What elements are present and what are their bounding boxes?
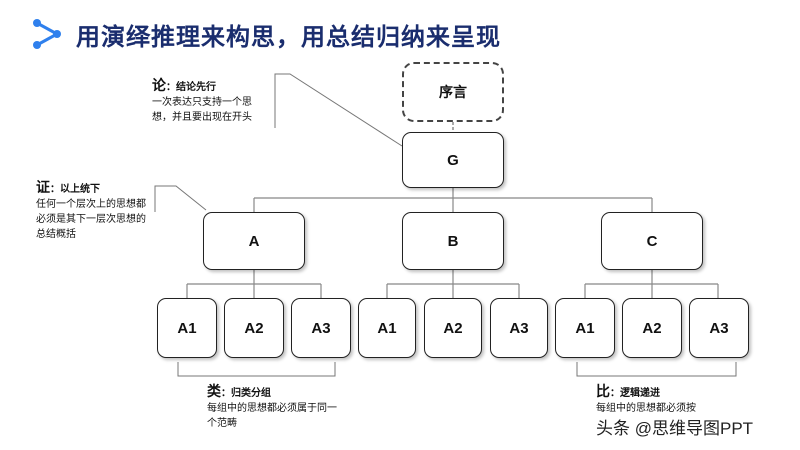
node-b: B (402, 212, 504, 270)
note-zheng: 证：以上统下 任何一个层次上的思想都必须是其下一层次思想的总结概括 (36, 180, 152, 242)
node-c-child-2: A2 (622, 298, 682, 358)
note-lei-key: 类 (207, 383, 221, 399)
title-bar: 用演绎推理来构思，用总结归纳来呈现 (30, 14, 501, 54)
note-lun: 论：结论先行 一次表达只支持一个思想，并且要出现在开头 (152, 78, 270, 125)
share-nodes-icon (30, 17, 64, 51)
node-a-child-1: A1 (157, 298, 217, 358)
preface-box: 序言 (402, 62, 504, 122)
note-lun-body: 一次表达只支持一个思想，并且要出现在开头 (152, 97, 252, 123)
node-c-child-3: A3 (689, 298, 749, 358)
note-bi: 比：逻辑递进 每组中的思想都必须按 (596, 384, 726, 416)
note-bi-body: 每组中的思想都必须按 (596, 403, 696, 414)
watermark: 头条 @思维导图PPT (596, 419, 754, 438)
note-zheng-sub: ：以上统下 (50, 184, 100, 195)
node-c: C (601, 212, 703, 270)
note-lei-sub: ：归类分组 (221, 388, 271, 399)
note-zheng-body: 任何一个层次上的思想都必须是其下一层次思想的总结概括 (36, 199, 146, 240)
note-zheng-key: 证 (36, 179, 50, 195)
node-a-child-3: A3 (291, 298, 351, 358)
note-lei: 类：归类分组 每组中的思想都必须属于同一个范畴 (207, 384, 337, 431)
note-bi-sub: ：逻辑递进 (610, 388, 660, 399)
root-node-g: G (402, 132, 504, 188)
note-lun-sub: ：结论先行 (166, 82, 216, 93)
node-a-child-2: A2 (224, 298, 284, 358)
page-title: 用演绎推理来构思，用总结归纳来呈现 (76, 23, 501, 51)
note-lei-body: 每组中的思想都必须属于同一个范畴 (207, 403, 337, 429)
node-b-child-1: A1 (358, 298, 416, 358)
node-c-child-1: A1 (555, 298, 615, 358)
note-bi-key: 比 (596, 383, 610, 399)
node-a: A (203, 212, 305, 270)
node-b-child-2: A2 (424, 298, 482, 358)
note-lun-key: 论 (152, 77, 166, 93)
node-b-child-3: A3 (490, 298, 548, 358)
